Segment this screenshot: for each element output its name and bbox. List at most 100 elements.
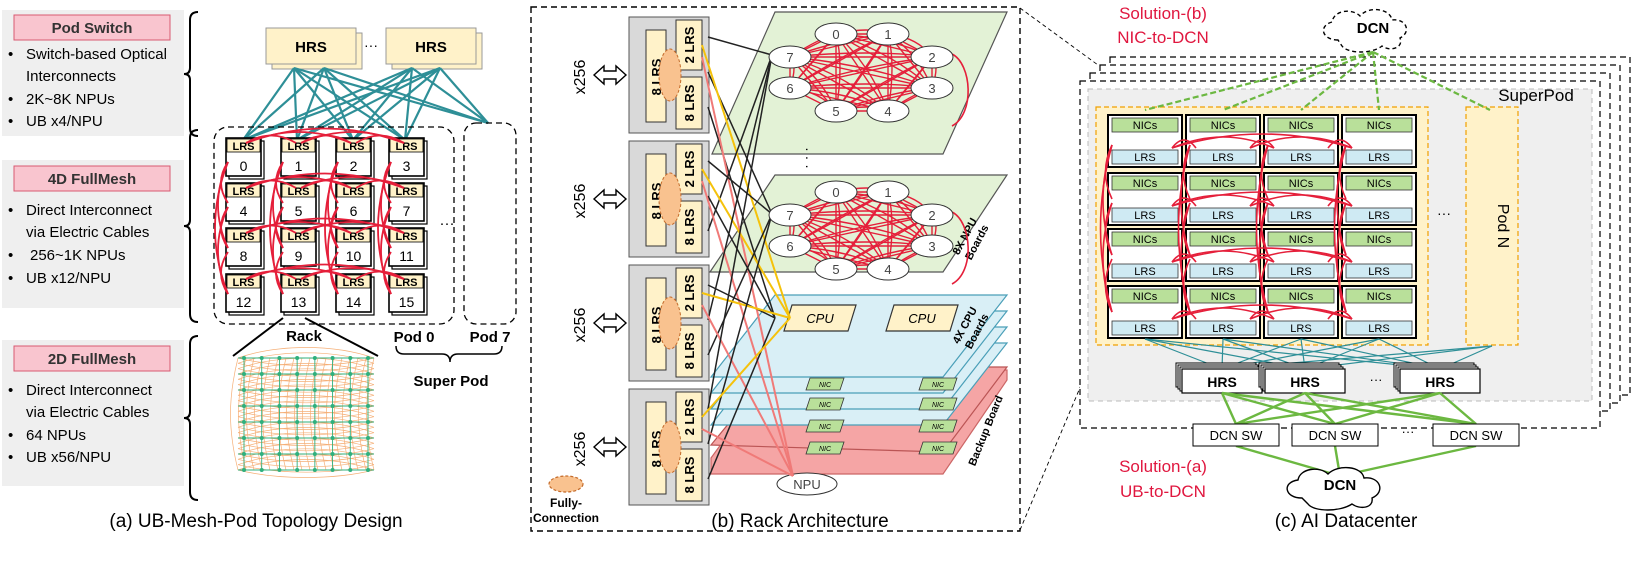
rack-number: 5 bbox=[295, 203, 303, 219]
nics-box bbox=[1267, 175, 1335, 191]
npu-dot bbox=[295, 468, 300, 472]
nic-chip: NIC bbox=[918, 441, 958, 455]
ub-to-dcn-links bbox=[1220, 391, 1477, 478]
brace-pod-switch bbox=[183, 11, 199, 137]
yellow-link bbox=[701, 317, 791, 418]
pod-col-link bbox=[1338, 258, 1347, 313]
mesh-arc bbox=[237, 400, 375, 409]
pod-row-link bbox=[1327, 197, 1353, 207]
npu-node-label: 7 bbox=[786, 208, 793, 223]
npu-dot bbox=[330, 356, 335, 360]
dcn-switch: DCN SW bbox=[1291, 423, 1379, 447]
npu-link bbox=[789, 214, 889, 270]
hrs-label: HRS bbox=[415, 39, 447, 56]
bullet: 256~1K NPUs bbox=[30, 247, 125, 264]
nics-label: NICs bbox=[1289, 234, 1314, 246]
mesh-arc bbox=[237, 384, 375, 393]
svg-text:•: • bbox=[8, 427, 13, 444]
nic-chip: NIC bbox=[805, 377, 845, 391]
nic-chip: NIC bbox=[918, 397, 958, 411]
column-link bbox=[327, 206, 339, 295]
nics-box bbox=[1345, 231, 1413, 247]
nic-shape bbox=[918, 377, 958, 391]
npu-dot bbox=[277, 404, 282, 408]
row-link bbox=[300, 221, 405, 234]
superpod-brace bbox=[395, 345, 503, 363]
npu-dot bbox=[259, 356, 264, 360]
pod-row-link bbox=[1171, 139, 1197, 149]
optical-link bbox=[404, 67, 441, 141]
npu-dot bbox=[366, 452, 370, 456]
lrs-label: LRS bbox=[288, 277, 310, 289]
hrs-sw-link bbox=[1220, 392, 1238, 425]
nics-box bbox=[1345, 288, 1413, 304]
svg-text:•: • bbox=[8, 449, 13, 466]
lrs-label: LRS bbox=[1134, 152, 1155, 164]
lrs8b-label: 8 LRS bbox=[682, 208, 697, 245]
grid-ellipsis: ··· bbox=[440, 215, 455, 232]
solution-a-line1: Solution-(a) bbox=[1119, 457, 1207, 476]
pod-row-link bbox=[1171, 191, 1353, 207]
rack-number: 8 bbox=[240, 248, 248, 264]
caption-b: (b) Rack Architecture bbox=[711, 511, 888, 532]
npu-node-label: 4 bbox=[884, 262, 891, 277]
npu-node bbox=[910, 45, 954, 69]
pod-row-link bbox=[1249, 194, 1353, 207]
dcn-cloud-top: DCN bbox=[1322, 9, 1408, 53]
panel-a-topology: Pod Switch 4D FullMesh 2D FullMesh •Swit… bbox=[2, 10, 517, 532]
yellow-link bbox=[701, 44, 791, 319]
nic-label: NIC bbox=[932, 446, 945, 453]
mesh-arc bbox=[237, 378, 375, 388]
lrs2-label: 2 LRS bbox=[682, 26, 697, 63]
nics-label: NICs bbox=[1289, 120, 1314, 132]
hrs-optical-links bbox=[242, 66, 489, 142]
cpu-chip: CPU bbox=[885, 304, 959, 332]
mesh-arc bbox=[334, 357, 343, 471]
lrs-box bbox=[1345, 149, 1413, 165]
npu-dot bbox=[312, 404, 317, 408]
bullet: Direct Interconnect bbox=[26, 382, 153, 399]
optical-link bbox=[293, 66, 489, 125]
npu-node bbox=[910, 234, 954, 258]
nic-label: NIC bbox=[819, 382, 832, 389]
npu-ellipse bbox=[776, 472, 838, 496]
pod-fullmesh-links bbox=[1099, 133, 1353, 320]
pod0-label: Pod 0 bbox=[394, 329, 435, 346]
nic-shape bbox=[918, 397, 958, 411]
solution-b-line2: NIC-to-DCN bbox=[1117, 28, 1209, 47]
pod-switch-bullets: •Switch-based Optical Interconnects •2K~… bbox=[8, 46, 167, 130]
optical-link bbox=[293, 67, 406, 141]
pod-row-link bbox=[1171, 247, 1353, 263]
mesh-arc bbox=[237, 443, 375, 455]
lrs-box bbox=[1345, 320, 1413, 336]
nics-box bbox=[1111, 175, 1179, 191]
rack-links bbox=[701, 36, 794, 480]
board-ellipsis: · · · bbox=[800, 147, 816, 169]
npu-node-label: 7 bbox=[786, 50, 793, 65]
lrs2-label: 2 LRS bbox=[682, 150, 697, 187]
rack-number: 15 bbox=[399, 294, 415, 310]
fully-connection-ellipse bbox=[548, 475, 584, 493]
lrs-label: LRS bbox=[396, 231, 418, 243]
lrs-label: LRS bbox=[396, 141, 418, 153]
lrs-label: LRS bbox=[288, 141, 310, 153]
npu-dot bbox=[295, 420, 300, 424]
column-link bbox=[275, 251, 284, 295]
lrs-box bbox=[1111, 320, 1179, 336]
dcn-sw-box bbox=[1432, 423, 1520, 447]
pod-switch-title: Pod Switch bbox=[52, 20, 133, 37]
nics-box bbox=[1189, 117, 1257, 133]
mesh-arc bbox=[237, 459, 375, 471]
lrs-label: LRS bbox=[1212, 210, 1233, 222]
pod-col-link bbox=[1180, 202, 1191, 313]
mesh-arc bbox=[270, 357, 279, 471]
npu-node-label: 4 bbox=[884, 104, 891, 119]
